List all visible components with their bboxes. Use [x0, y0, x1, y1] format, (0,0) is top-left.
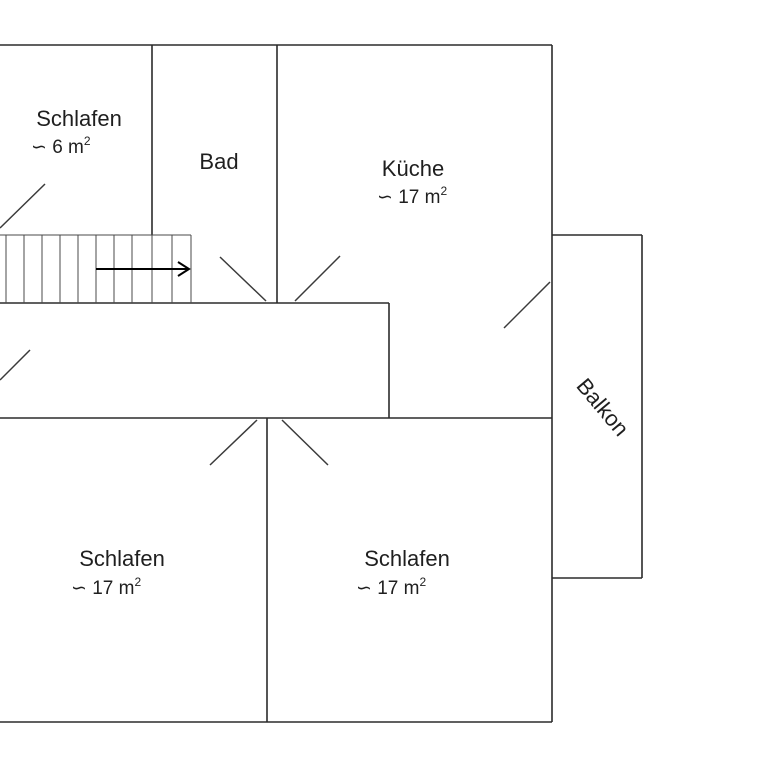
- room-name: Balkon: [572, 373, 634, 441]
- walls: [0, 44, 553, 723]
- room-kueche: Küche ∽ 17 m2: [377, 156, 447, 208]
- room-name: Küche: [382, 156, 444, 181]
- room-name: Schlafen: [36, 106, 122, 131]
- room-bad: Bad: [199, 149, 238, 174]
- door-kueche-balkon: [503, 281, 551, 329]
- door-bad: [219, 256, 267, 302]
- door-schlafen-left: [209, 419, 258, 466]
- room-schlafen-top: Schlafen ∽ 6 m2: [31, 106, 122, 158]
- door-kueche: [294, 255, 341, 302]
- room-name: Bad: [199, 149, 238, 174]
- room-name: Schlafen: [79, 546, 165, 571]
- door-hall-left: [0, 349, 31, 381]
- room-area: ∽ 17 m2: [377, 184, 447, 208]
- room-area: ∽ 6 m2: [31, 134, 91, 158]
- room-area: ∽ 17 m2: [356, 575, 426, 599]
- doors: [0, 183, 551, 466]
- room-name: Schlafen: [364, 546, 450, 571]
- door-schlafen-right: [281, 419, 329, 466]
- room-area: ∽ 17 m2: [71, 575, 141, 599]
- staircase: [0, 234, 192, 303]
- balkon-outline: [552, 234, 643, 579]
- arrow-right-icon: [96, 261, 191, 277]
- room-balkon: Balkon: [572, 373, 634, 441]
- door-schlafen-top: [0, 183, 46, 229]
- room-schlafen-right: Schlafen ∽ 17 m2: [356, 546, 450, 599]
- room-schlafen-left: Schlafen ∽ 17 m2: [71, 546, 165, 599]
